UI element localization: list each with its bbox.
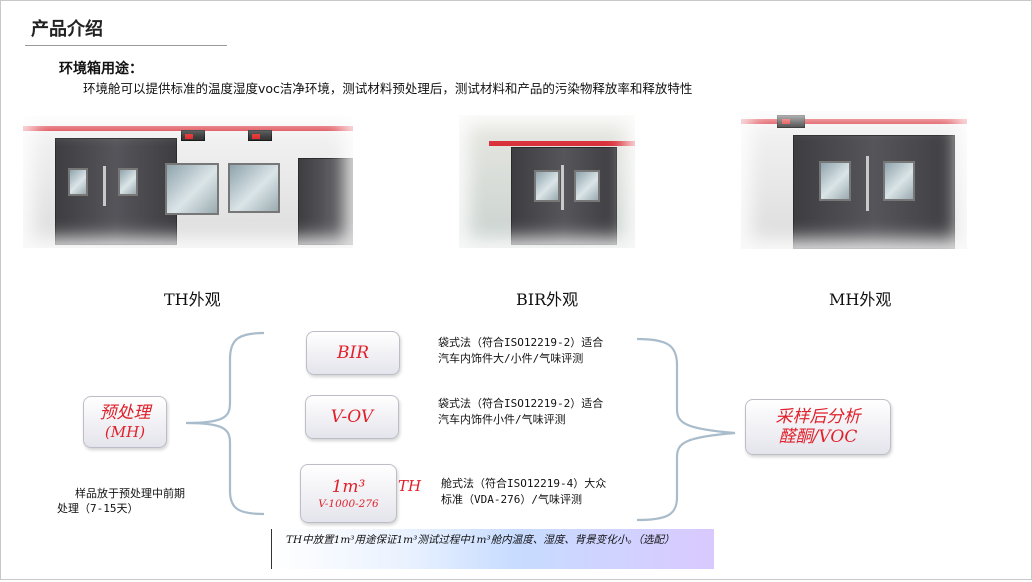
section-subtitle: 环境箱用途： — [59, 61, 143, 77]
bir-method-box: BIR — [306, 331, 400, 375]
pretreatment-box: 预处理 (MH) — [83, 396, 167, 448]
vov-note: 袋式法（符合ISO12219-2）适合汽车内饰件小件/气味评测 — [438, 397, 604, 426]
analysis-sublabel: 醛酮/VOC — [778, 427, 858, 447]
bir-chamber-photo — [459, 115, 635, 248]
th-tag: TH — [398, 477, 422, 495]
caption-bir: BIR外观 — [516, 290, 579, 309]
cubic-meter-label: 1m³ — [331, 476, 366, 497]
pretreatment-label: 预处理 — [99, 403, 151, 423]
bir-label: BIR — [336, 343, 369, 363]
analysis-box: 采样后分析 醛酮/VOC — [745, 399, 891, 455]
section-description: 环境舱可以提供标准的温度湿度voc洁净环境，测试材料预处理后，测试材料和产品的污… — [83, 81, 693, 96]
th-chamber-photo — [23, 116, 353, 248]
pretreatment-note: 样品放于预处理中前期处理（7-15天） — [57, 487, 185, 515]
title-underline — [25, 45, 227, 46]
pretreatment-sublabel: (MH) — [104, 423, 146, 441]
page-title: 产品介绍 — [31, 19, 103, 40]
banner-text: TH中放置1m³用途保证1m³测试过程中1m³舱内温度、湿度、背景变化小。（选配… — [286, 534, 675, 546]
bir-note: 袋式法（符合ISO12219-2）适合汽车内饰件大/小件/气味评测 — [438, 336, 604, 365]
left-brace — [185, 331, 265, 516]
note-banner: TH中放置1m³用途保证1m³测试过程中1m³舱内温度、湿度、背景变化小。（选配… — [271, 529, 714, 569]
cubic-meter-note: 舱式法（符合ISO12219-4）大众标准（VDA-276）/气味评测 — [441, 477, 607, 506]
vov-label: V-OV — [330, 407, 374, 427]
cubic-meter-sublabel: V-1000-276 — [318, 497, 379, 510]
cubic-meter-box: 1m³ V-1000-276 — [300, 464, 397, 523]
right-brace — [636, 337, 736, 522]
caption-th: TH外观 — [164, 290, 221, 309]
mh-chamber-photo — [741, 111, 967, 249]
analysis-label: 采样后分析 — [775, 407, 861, 427]
vov-method-box: V-OV — [305, 395, 399, 439]
caption-mh: MH外观 — [829, 290, 892, 309]
